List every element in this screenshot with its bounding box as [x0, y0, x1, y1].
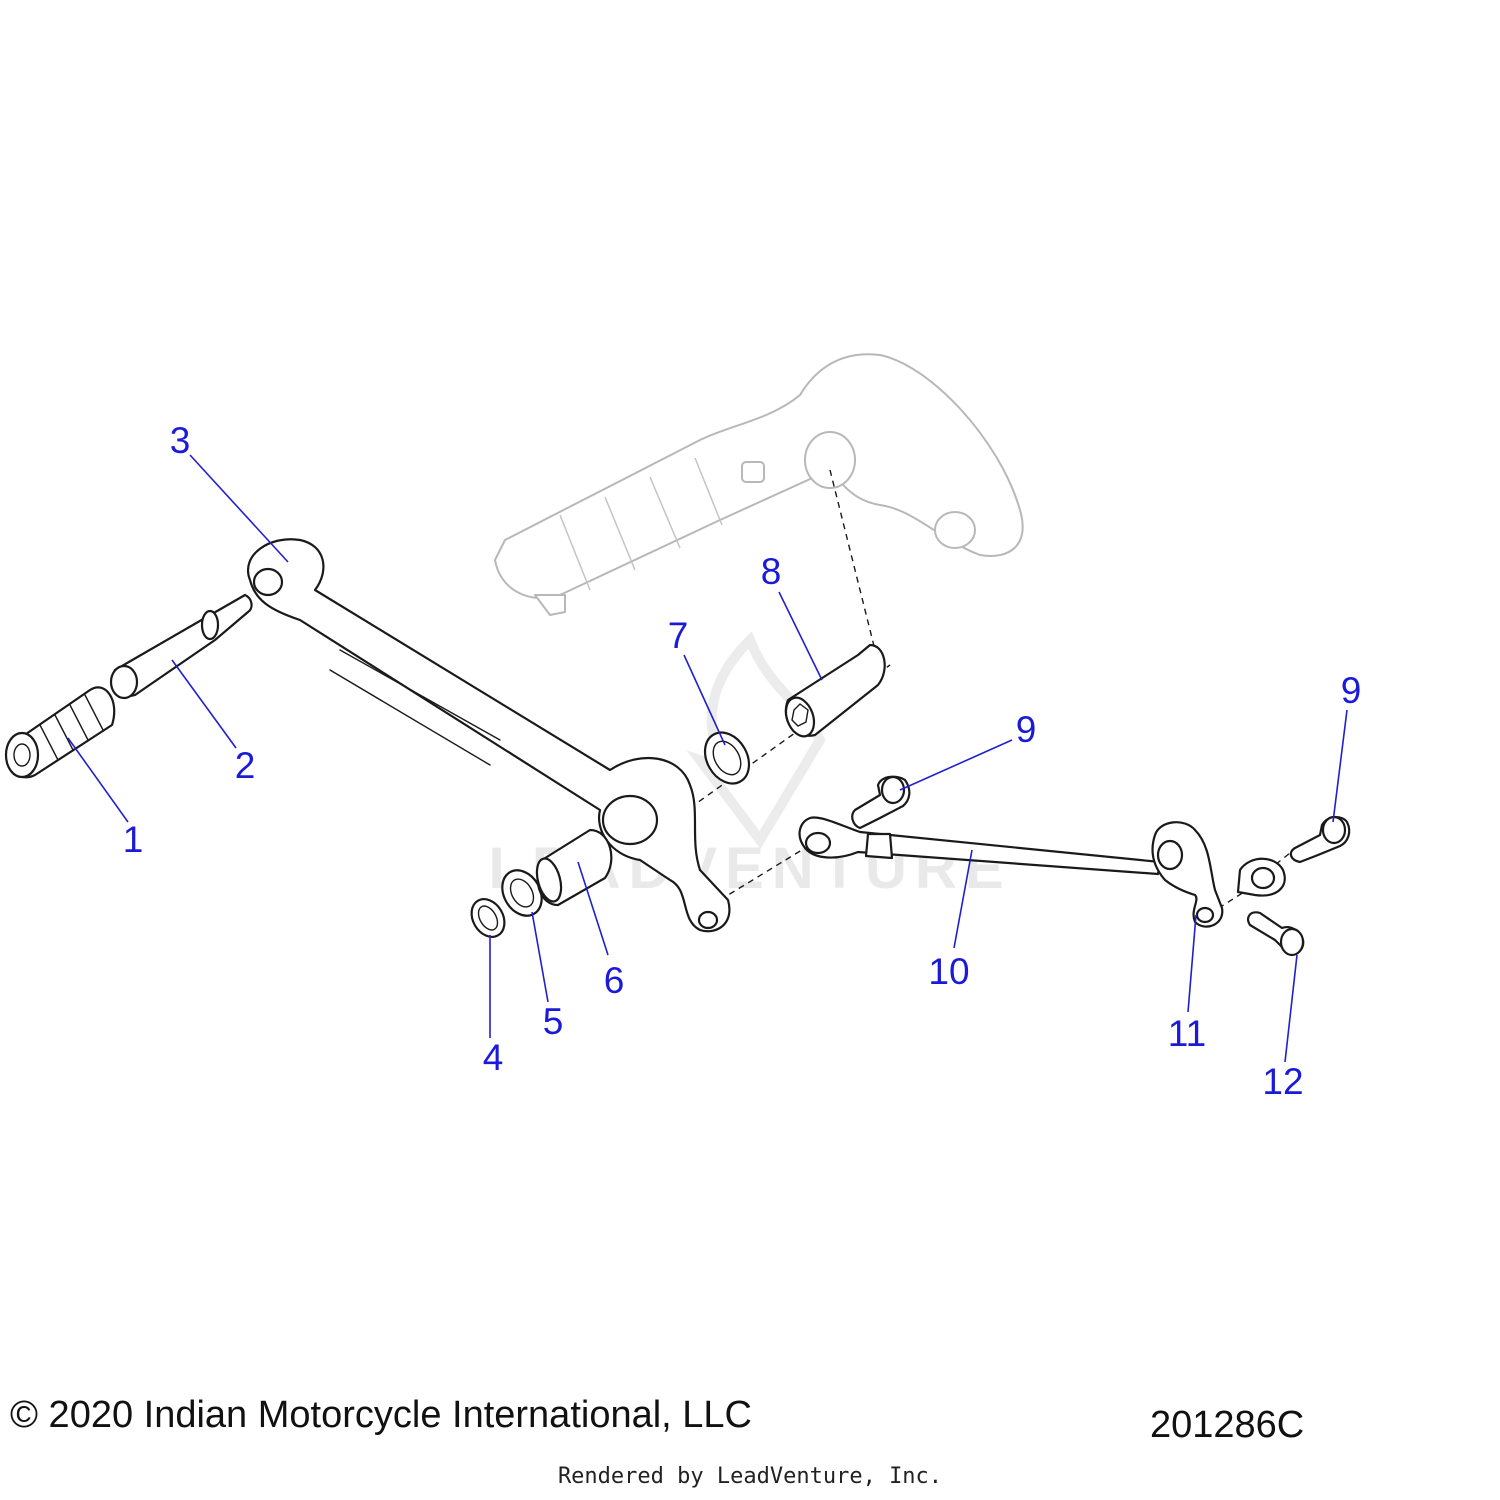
part-10-shift-rod[interactable] [798, 816, 1286, 897]
part-5-washer[interactable] [494, 863, 549, 923]
callout-8[interactable]: 8 [761, 551, 782, 592]
leader-1 [67, 737, 129, 823]
leader-8 [778, 591, 823, 681]
callout-10[interactable]: 10 [928, 951, 969, 992]
leader-2 [171, 659, 237, 749]
part-7-washer[interactable] [696, 725, 758, 792]
part-8-spacer-bolt[interactable] [781, 643, 886, 740]
diagram-id: 201286C [1150, 1404, 1305, 1446]
part-9-bolt-right[interactable] [1289, 815, 1351, 864]
leader-5 [531, 911, 549, 1003]
callout-5[interactable]: 5 [543, 1001, 564, 1042]
copyright-notice: © 2020 Indian Motorcycle International, … [10, 1394, 752, 1436]
callout-9b[interactable]: 9 [1341, 670, 1362, 711]
leader-3 [189, 454, 289, 563]
callout-12[interactable]: 12 [1262, 1061, 1303, 1102]
callout-6[interactable]: 6 [604, 960, 625, 1001]
leader-11 [1187, 914, 1197, 1013]
callout-numbers: 1 2 3 4 5 6 7 8 9 9 10 11 12 [123, 420, 1362, 1102]
callout-3[interactable]: 3 [170, 420, 191, 461]
part-1-shifter-peg[interactable] [4, 686, 116, 779]
part-12-bolt[interactable] [1246, 911, 1305, 957]
leader-10 [953, 849, 973, 949]
callout-11[interactable]: 11 [1168, 1013, 1206, 1054]
leader-lines [67, 454, 1348, 1063]
callout-9a[interactable]: 9 [1016, 709, 1037, 750]
leader-9b [1332, 709, 1348, 823]
leader-9a [899, 739, 1013, 791]
part-4-retaining-clip[interactable] [465, 893, 511, 943]
leader-12 [1284, 954, 1298, 1063]
part-6-bushing[interactable] [533, 828, 613, 907]
callout-7[interactable]: 7 [668, 615, 689, 656]
callout-1[interactable]: 1 [123, 819, 144, 860]
footpeg-bracket-ghost [494, 353, 1024, 616]
leader-7 [683, 654, 726, 746]
flame-logo-icon [686, 631, 826, 849]
callout-2[interactable]: 2 [235, 745, 256, 786]
part-2-pivot-pin[interactable] [109, 593, 253, 700]
part-3-shift-lever[interactable] [247, 538, 731, 933]
render-credit: Rendered by LeadVenture, Inc. [557, 1464, 943, 1489]
part-11-shift-arm[interactable] [1151, 821, 1224, 928]
callout-4[interactable]: 4 [483, 1037, 504, 1078]
part-9-bolt-left[interactable] [851, 775, 911, 830]
leader-6 [577, 861, 609, 956]
